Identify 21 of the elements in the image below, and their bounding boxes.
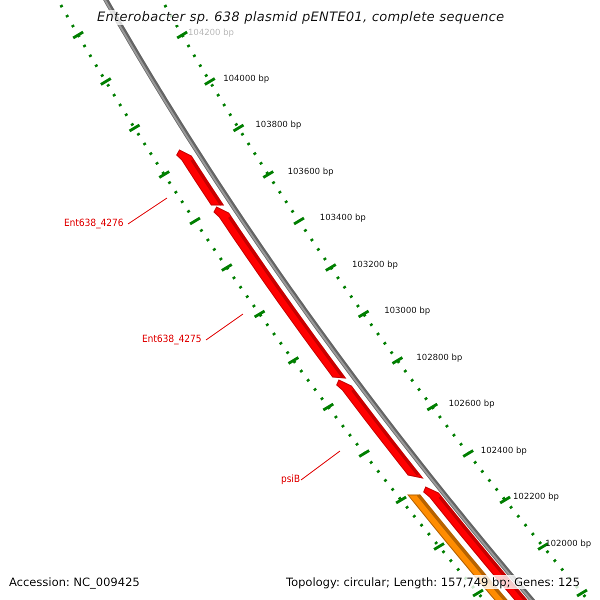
topology-text: Topology: circular; Length: 157,749 bp; Genes: 125	[286, 575, 580, 589]
tick-label: 102800 bp	[416, 352, 462, 362]
tick-label: 103000 bp	[384, 306, 430, 316]
tick-label: 102600 bp	[448, 399, 495, 409]
gene-label: psiB	[281, 474, 300, 485]
title-text: Enterobacter sp. 638 plasmid pENTE01, complete sequence	[97, 10, 504, 25]
tick-label: 104000 bp	[223, 74, 270, 84]
tick-label: 103600 bp	[288, 166, 334, 176]
accession-text: Accession: NC_009425	[9, 575, 140, 589]
tick-label: 102400 bp	[480, 446, 527, 456]
leader-line	[128, 198, 168, 224]
tick-label: 102200 bp	[513, 492, 559, 502]
gene-label: Ent638_4276	[64, 218, 124, 229]
gene-label: Ent638_4275	[142, 334, 202, 345]
tick-label: 103800 bp	[255, 120, 302, 130]
leader-line	[206, 314, 244, 340]
tick-label: 104200 bp	[188, 28, 234, 38]
leader-line	[300, 450, 340, 480]
tick-label: 103200 bp	[352, 260, 398, 270]
tick-label: 103400 bp	[320, 213, 366, 223]
tick-label: 102000 bp	[545, 538, 592, 548]
